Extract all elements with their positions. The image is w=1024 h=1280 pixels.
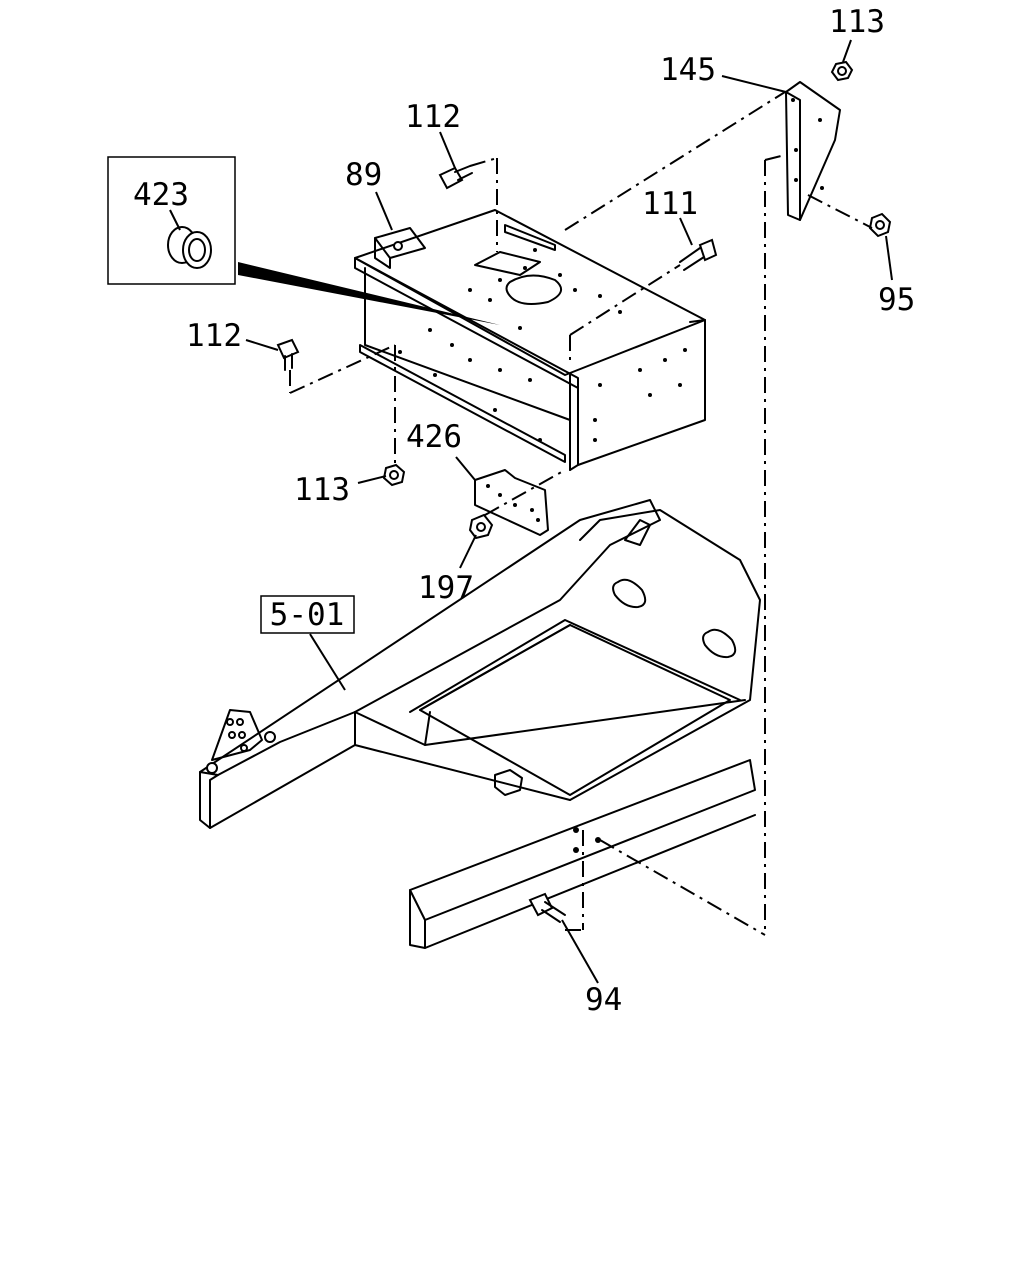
callout-113-top: 113 — [829, 4, 885, 40]
reference-box — [260, 595, 355, 634]
callout-112-left: 112 — [186, 318, 242, 354]
callout-89: 89 — [345, 157, 382, 193]
battery-box — [354, 209, 706, 471]
callout-113-bottom: 113 — [294, 472, 350, 508]
nut-113-top — [830, 60, 854, 82]
reference-label: 5-01 — [270, 597, 345, 633]
leader-lines — [169, 39, 893, 984]
bolt-94 — [528, 892, 566, 923]
grommet-423 — [167, 226, 212, 269]
detail-pointer — [238, 262, 500, 325]
detail-inset-frame — [107, 156, 236, 285]
callout-111: 111 — [642, 186, 698, 222]
callout-94: 94 — [585, 982, 622, 1018]
plate-426 — [474, 469, 549, 536]
bolt-112-top — [438, 165, 473, 190]
callout-95: 95 — [878, 282, 915, 318]
assembly-center-lines — [289, 91, 873, 936]
bolt-111 — [679, 238, 718, 271]
bracket-145 — [785, 81, 841, 221]
bolt-112-left — [276, 338, 300, 371]
callout-145: 145 — [660, 52, 716, 88]
chassis-frame — [199, 499, 761, 949]
nut-197 — [468, 513, 494, 540]
callout-112-top: 112 — [405, 99, 461, 135]
callout-197: 197 — [418, 570, 474, 606]
callout-423: 423 — [133, 177, 189, 213]
nut-113-bottom — [382, 463, 406, 487]
nut-95 — [868, 212, 892, 238]
callout-426: 426 — [406, 419, 462, 455]
